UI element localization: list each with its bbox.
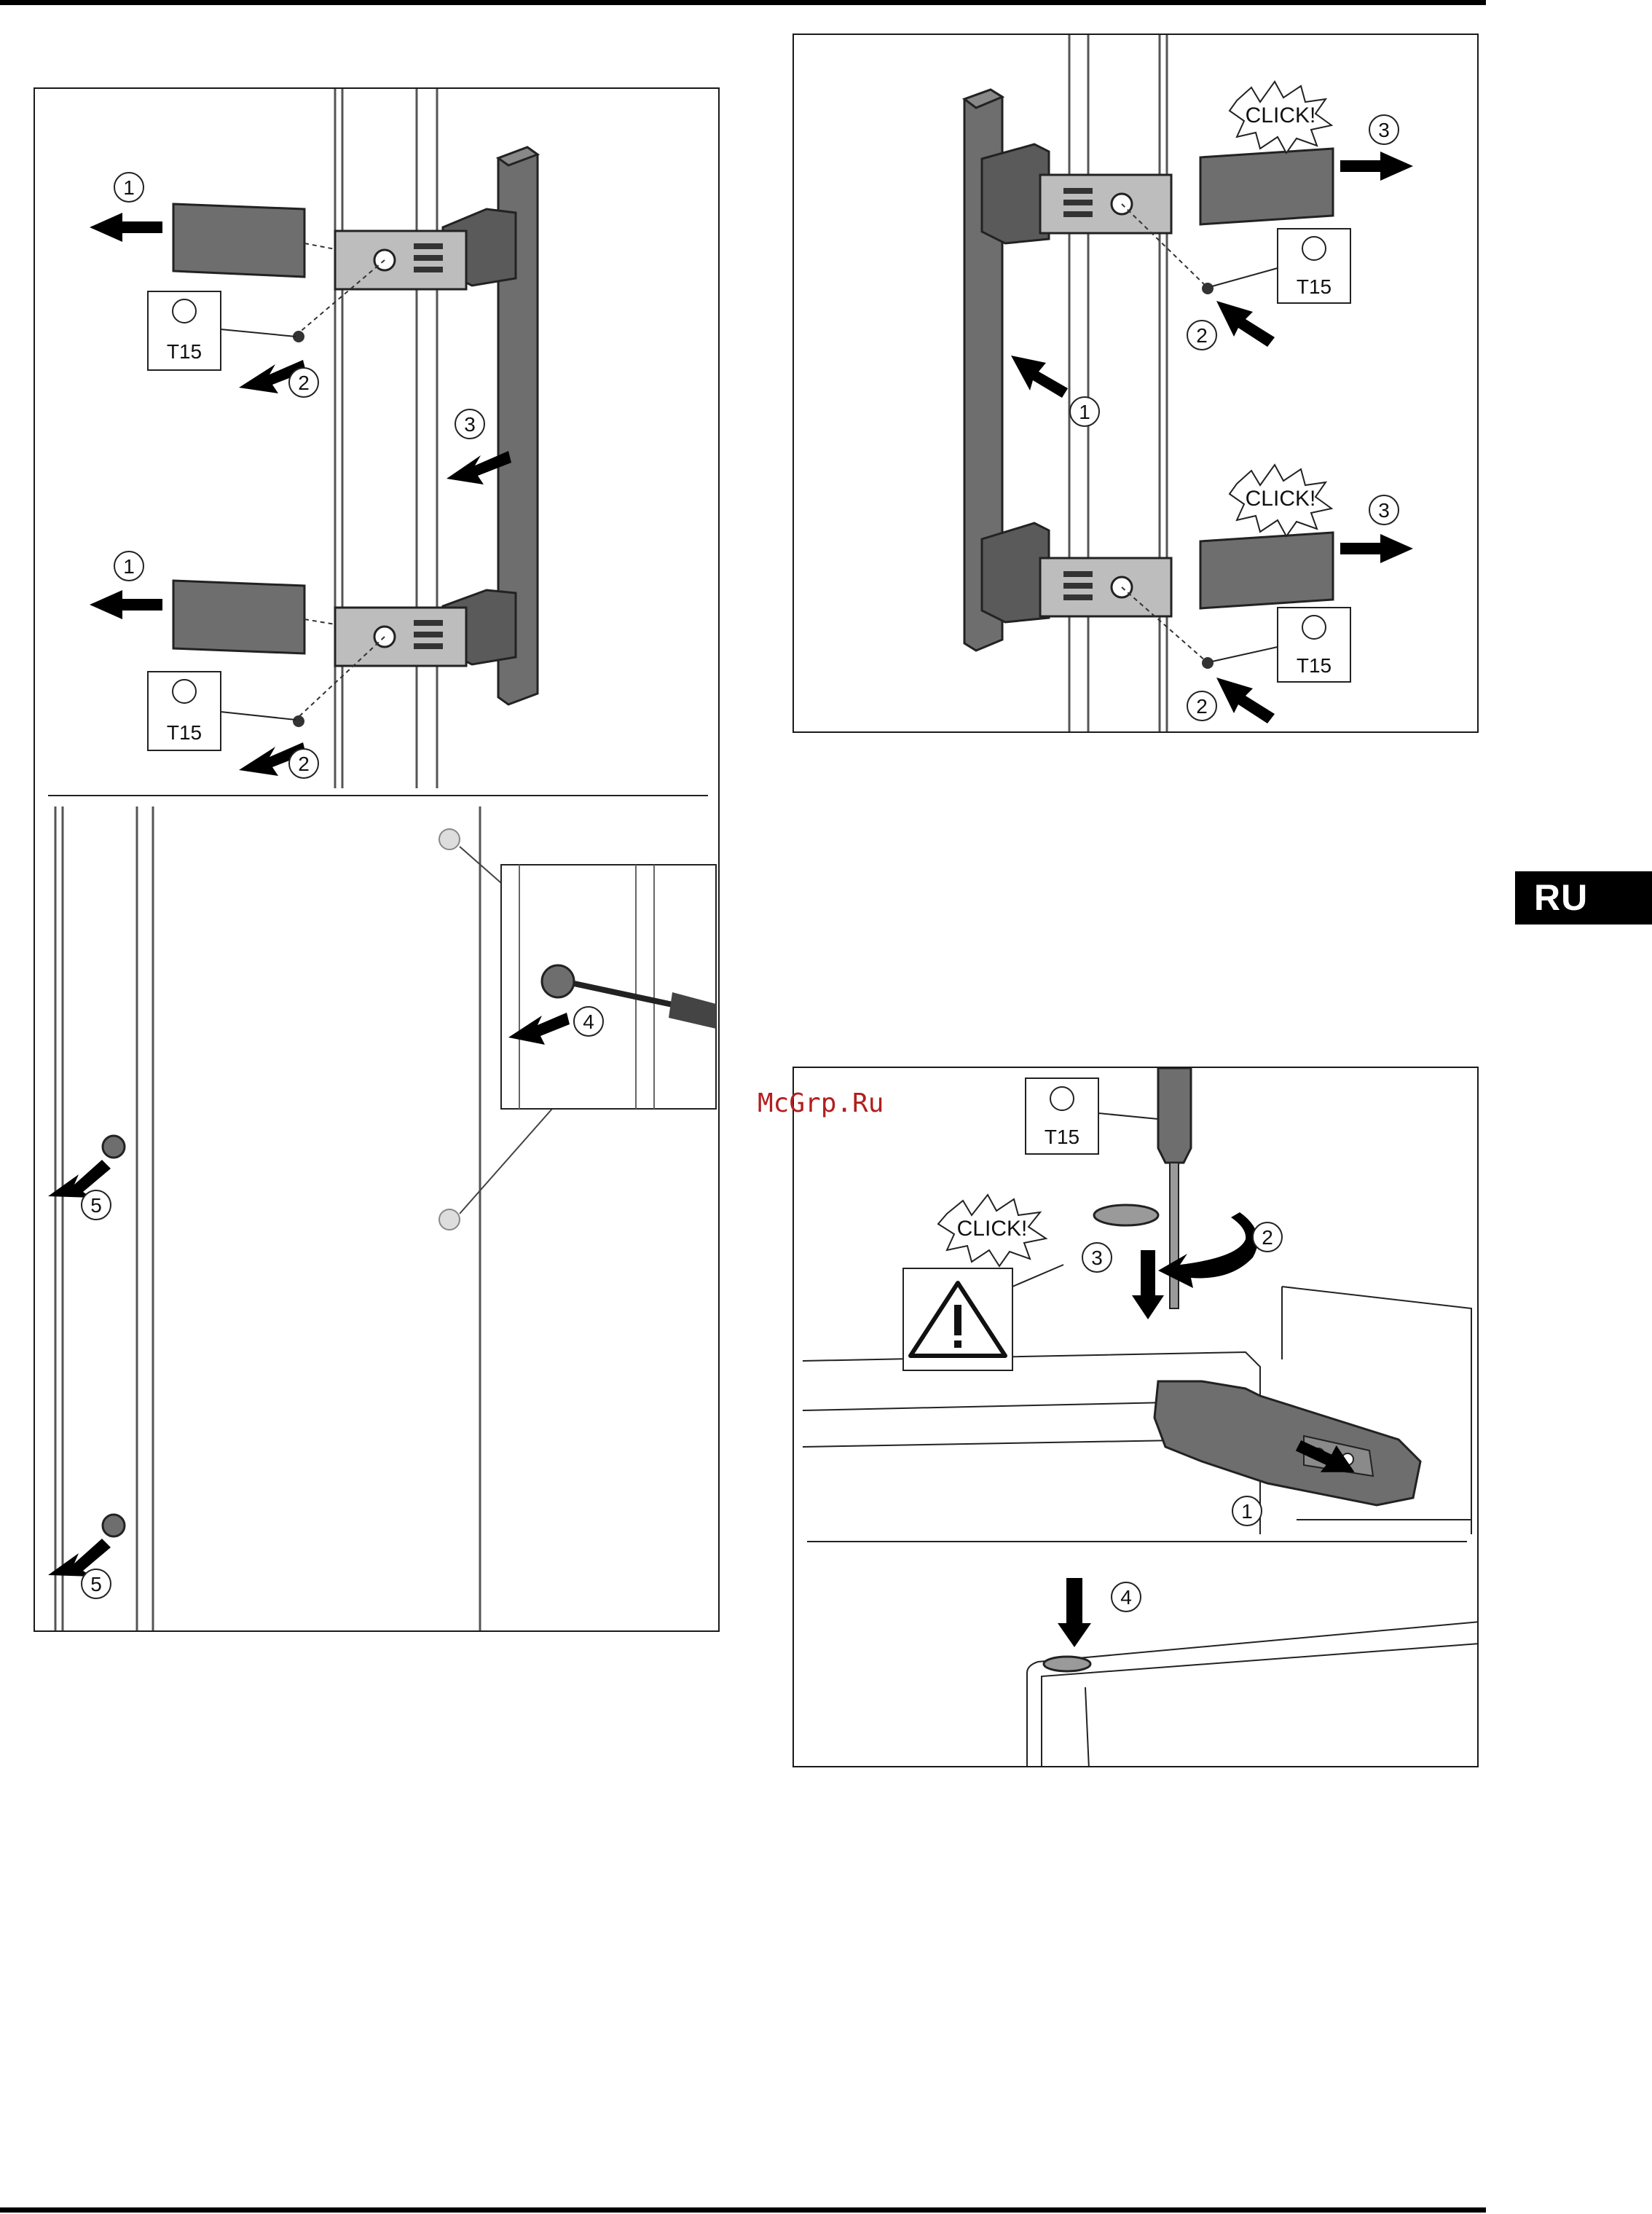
torx-tool-box-upper: T15 <box>148 291 296 370</box>
figure-handle-removal-drawing: T15 T15 1 1 2 2 3 4 <box>35 89 720 1632</box>
torx-tool-box-upper: T15 <box>1212 229 1350 303</box>
mount-bracket-upper <box>1040 175 1171 233</box>
svg-text:2: 2 <box>298 753 310 775</box>
arrow-icon <box>1132 1250 1164 1319</box>
cover-cap-installed <box>1044 1657 1090 1671</box>
svg-text:4: 4 <box>1120 1586 1132 1609</box>
mount-bracket-upper <box>335 231 466 289</box>
tool-label: T15 <box>1045 1126 1079 1148</box>
step-marker: 5 <box>82 1569 111 1598</box>
bracket-cover-lower <box>1200 533 1333 608</box>
svg-text:2: 2 <box>1262 1226 1273 1249</box>
arrow-icon <box>1058 1578 1091 1647</box>
mount-bracket-lower <box>335 608 466 666</box>
bracket-cover-upper <box>173 204 304 277</box>
step-marker: 3 <box>1082 1243 1112 1272</box>
step-marker: 1 <box>1232 1496 1262 1526</box>
svg-text:CLICK!: CLICK! <box>1246 103 1316 127</box>
tool-label: T15 <box>167 721 202 744</box>
step-marker: 2 <box>1187 691 1216 721</box>
step-marker: 3 <box>1369 495 1399 525</box>
svg-text:3: 3 <box>1091 1247 1103 1269</box>
torx-tool-box-lower: T15 <box>148 672 296 750</box>
tool-label: T15 <box>1297 275 1332 298</box>
arrow-icon <box>1340 152 1413 181</box>
bottom-rule <box>0 2207 1486 2213</box>
warning-box <box>903 1265 1063 1370</box>
step-marker: 2 <box>289 368 318 397</box>
svg-text:2: 2 <box>1196 695 1208 718</box>
svg-text:4: 4 <box>583 1010 594 1033</box>
arrow-icon <box>1340 534 1413 563</box>
figure-hinge-install-drawing: T15 CLICK! 1 2 3 4 <box>794 1068 1479 1767</box>
svg-text:3: 3 <box>1378 119 1390 141</box>
inset-cap-removal: 4 <box>501 865 716 1109</box>
arrow-icon <box>90 590 162 619</box>
svg-text:1: 1 <box>123 555 135 578</box>
svg-text:5: 5 <box>90 1194 102 1217</box>
click-burst-lower: CLICK! <box>1230 465 1332 536</box>
svg-text:1: 1 <box>1079 401 1090 423</box>
step-marker: 4 <box>574 1007 603 1036</box>
step-marker: 2 <box>289 749 318 778</box>
step-marker: 4 <box>1112 1582 1141 1612</box>
step-marker: 1 <box>1070 397 1099 426</box>
figure-handle-install: CLICK! CLICK! T15 T15 1 2 2 3 3 <box>792 34 1479 733</box>
arrow-icon <box>90 213 162 242</box>
tool-label: T15 <box>167 340 202 363</box>
click-burst-upper: CLICK! <box>1230 82 1332 153</box>
step-marker: 3 <box>455 409 484 439</box>
torx-tool-box: T15 <box>1026 1078 1158 1154</box>
svg-text:5: 5 <box>90 1573 102 1595</box>
screw-icon <box>293 715 304 727</box>
watermark: McGrp.Ru <box>758 1088 884 1118</box>
arrow-icon <box>1011 356 1068 398</box>
arrow-icon <box>1216 678 1275 723</box>
screw-icon <box>1202 657 1214 669</box>
svg-text:1: 1 <box>123 176 135 199</box>
step-marker: 3 <box>1369 115 1399 144</box>
svg-text:CLICK!: CLICK! <box>957 1217 1028 1241</box>
step-marker: 5 <box>82 1190 111 1220</box>
svg-text:1: 1 <box>1241 1500 1253 1523</box>
figure-handle-removal: T15 T15 1 1 2 2 3 4 <box>34 87 720 1632</box>
click-burst: CLICK! <box>938 1195 1046 1266</box>
step-marker: 2 <box>1187 321 1216 350</box>
step-marker: 1 <box>114 551 143 581</box>
tool-label: T15 <box>1297 654 1332 677</box>
bracket-cover-upper <box>1200 149 1333 224</box>
figure-handle-install-drawing: CLICK! CLICK! T15 T15 1 2 2 3 3 <box>794 35 1479 733</box>
arrow-icon <box>1216 301 1275 347</box>
svg-text:2: 2 <box>1196 324 1208 347</box>
door-hinge <box>1155 1381 1420 1505</box>
cover-cap <box>1094 1205 1158 1225</box>
language-tab: RU <box>1515 871 1652 925</box>
svg-text:2: 2 <box>298 372 310 394</box>
svg-text:3: 3 <box>1378 499 1390 522</box>
torx-tool-box-lower: T15 <box>1212 608 1350 682</box>
figure-hinge-install: T15 CLICK! 1 2 3 4 <box>792 1067 1479 1767</box>
screw-icon <box>1202 283 1214 294</box>
top-rule <box>0 0 1486 5</box>
svg-text:3: 3 <box>464 413 476 436</box>
bracket-cover-lower <box>173 581 304 653</box>
step-marker: 2 <box>1253 1222 1282 1252</box>
svg-text:CLICK!: CLICK! <box>1246 487 1316 511</box>
step-marker: 1 <box>114 173 143 202</box>
mount-bracket-lower <box>1040 558 1171 616</box>
